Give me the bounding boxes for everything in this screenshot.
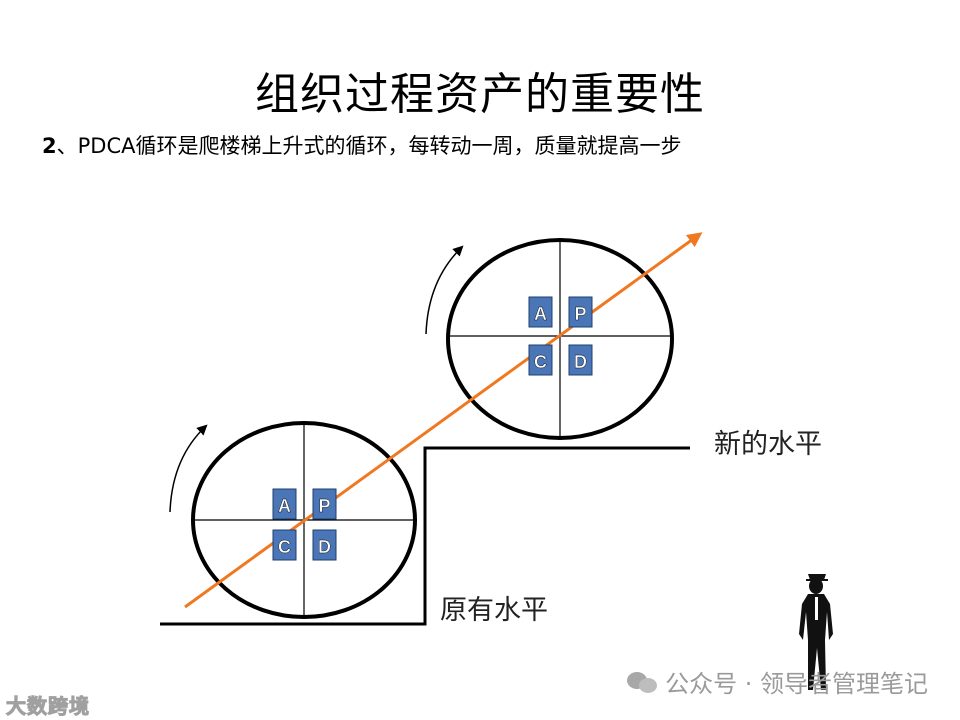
upper-rotation-arrow [425,245,464,335]
upper-pdca-cycle [425,238,674,440]
corner-watermark: 大数跨境 [6,694,90,719]
watermark-text: 公众号 · 领导者管理笔记 [665,670,928,698]
upper-box-p [568,296,593,328]
improvement-trend-arrow [184,232,703,609]
lower-label-c: C [278,537,291,557]
lower-pdca-cycle [169,421,417,619]
original-level-label: 原有水平 [440,595,548,626]
upper-label-a: A [534,304,547,324]
lower-box-p [312,488,337,520]
staircase-line [160,446,690,626]
slide-title: 组织过程资产的重要性 [255,69,705,120]
subtitle-number: 2 [42,134,57,158]
lower-quadrant-boxes: A P C D [272,488,337,561]
upper-label-c: C [534,352,547,372]
upper-label-d: D [574,352,587,372]
slide-subtitle: 2、PDCA循环是爬楼梯上升式的循环，每转动一周，质量就提高一步 [42,131,692,161]
lower-box-a [272,488,297,520]
lower-box-c [272,529,297,561]
upper-box-d [568,344,593,376]
wechat-watermark: 公众号 · 领导者管理笔记 [627,664,928,699]
subtitle-text: 、PDCA循环是爬楼梯上升式的循环，每转动一周，质量就提高一步 [56,134,682,158]
upper-box-a [528,296,553,328]
lower-label-p: P [318,496,330,516]
lower-box-d [312,529,337,561]
upper-box-c [528,344,553,376]
man-silhouette [799,574,833,690]
lower-label-a: A [278,496,291,516]
new-level-label: 新的水平 [714,429,822,460]
upper-label-p: P [574,304,586,324]
lower-label-d: D [318,537,331,557]
upper-quadrant-boxes: A P C D [528,296,593,376]
lower-rotation-arrow [169,424,208,513]
wechat-icon [627,670,658,694]
